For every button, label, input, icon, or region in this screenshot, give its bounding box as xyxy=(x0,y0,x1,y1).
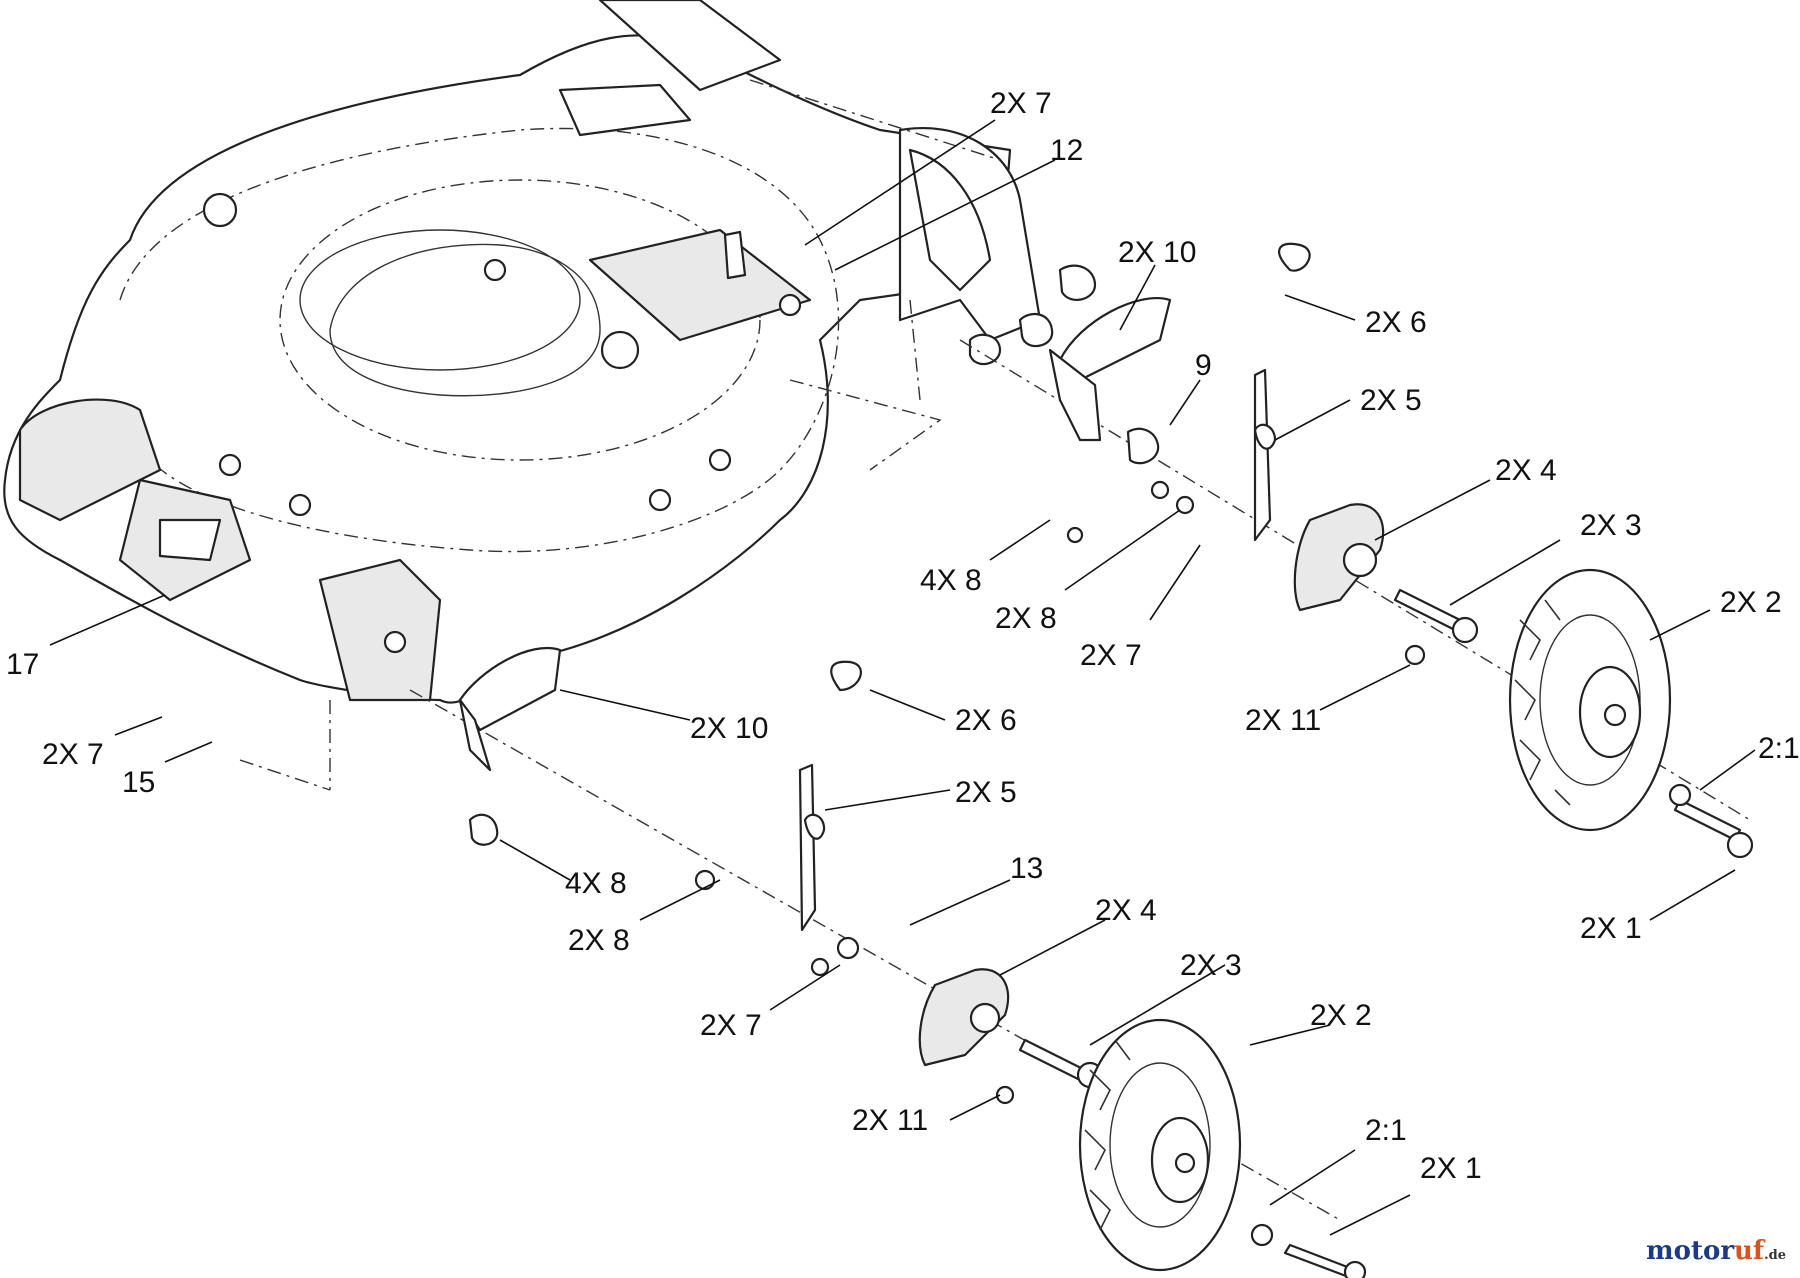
watermark-suffix: .de xyxy=(1764,1248,1786,1263)
callout-c11: 2X 7 xyxy=(1080,639,1142,672)
watermark-part2: uf xyxy=(1734,1236,1765,1266)
callout-c28: 2X 2 xyxy=(1310,999,1372,1032)
callout-c8: 2X 3 xyxy=(1580,509,1642,542)
callout-c18: 2X 6 xyxy=(955,704,1017,737)
callout-c30: 2:1 xyxy=(1365,1114,1407,1147)
callout-c26: 2X 3 xyxy=(1180,949,1242,982)
front-height-adjuster-assembly xyxy=(409,647,1367,1278)
callout-c13: 2X 11 xyxy=(1245,704,1321,737)
callout-c19: 2X 7 xyxy=(42,738,104,771)
callout-c29: 2X 11 xyxy=(852,1104,928,1137)
rear-height-adjuster-assembly xyxy=(959,242,1754,859)
callout-c4: 2X 6 xyxy=(1365,306,1427,339)
callout-c31: 2X 1 xyxy=(1420,1152,1482,1185)
callout-c7: 2X 4 xyxy=(1495,454,1557,487)
callout-c21: 2X 5 xyxy=(955,776,1017,809)
callout-c17: 2X 10 xyxy=(690,712,768,745)
callout-labels: 2X 7 12 2X 10 2X 6 9 2X 5 2X 4 2X 3 4X 8… xyxy=(6,87,1800,1185)
callout-c2: 12 xyxy=(1050,134,1083,167)
callout-c25: 2X 8 xyxy=(568,924,630,957)
callout-c12: 2X 2 xyxy=(1720,586,1782,619)
callout-c6: 2X 5 xyxy=(1360,384,1422,417)
callout-c22: 4X 8 xyxy=(565,867,627,900)
callout-c23: 13 xyxy=(1010,852,1043,885)
mower-deck xyxy=(3,0,1097,791)
callout-c20: 15 xyxy=(122,766,155,799)
callout-c3: 2X 10 xyxy=(1118,236,1196,269)
callout-c10: 2X 8 xyxy=(995,602,1057,635)
callout-c5: 9 xyxy=(1195,349,1212,382)
callout-c9: 4X 8 xyxy=(920,564,982,597)
motoruf-watermark: motoruf.de xyxy=(1646,1236,1786,1266)
leader-lines xyxy=(49,119,1756,1236)
callout-c16: 17 xyxy=(6,648,39,681)
callout-c14: 2:1 xyxy=(1758,732,1800,765)
callout-c27: 2X 7 xyxy=(700,1009,762,1042)
callout-c1: 2X 7 xyxy=(990,87,1052,120)
callout-c24: 2X 4 xyxy=(1095,894,1157,927)
callout-c15: 2X 1 xyxy=(1580,912,1642,945)
watermark-part1: motor xyxy=(1646,1236,1735,1266)
